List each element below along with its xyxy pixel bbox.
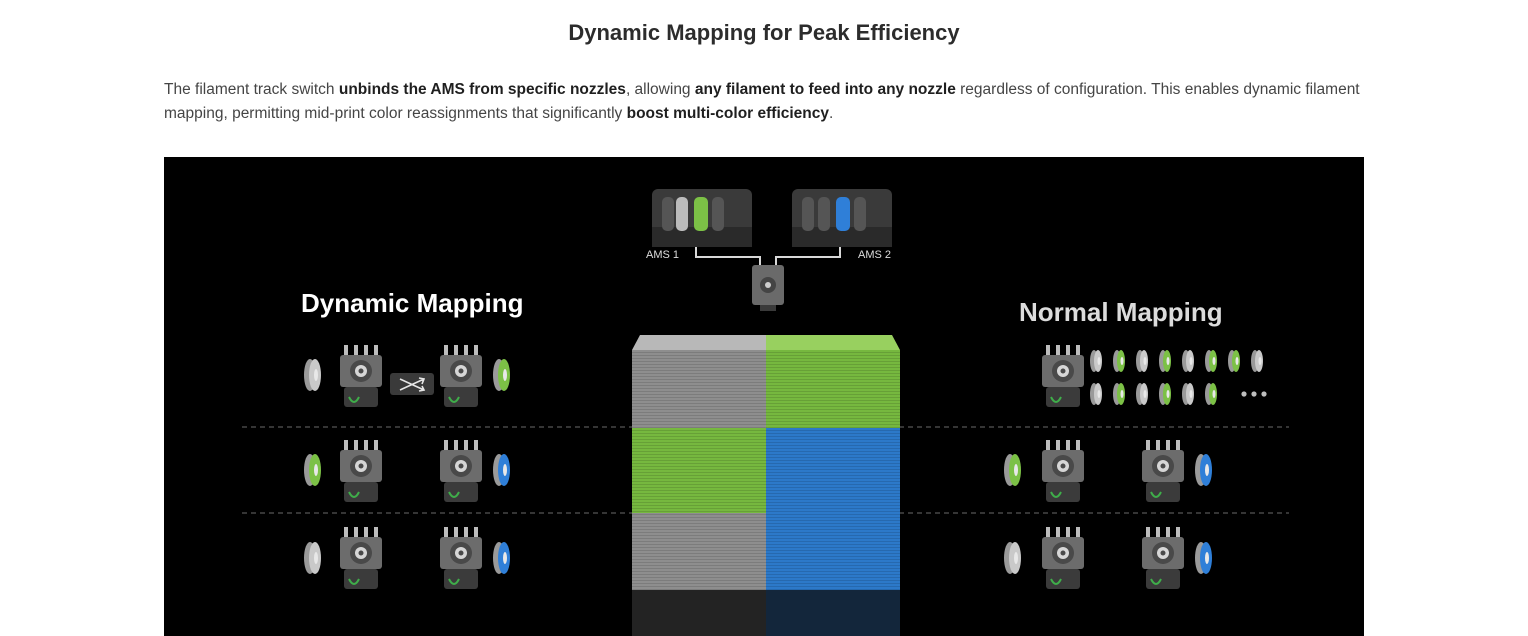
green-spool-icon — [1228, 350, 1240, 372]
right-nozzle-icon — [439, 344, 483, 408]
ams-1-unit — [652, 189, 752, 247]
blue-spool-icon — [493, 542, 510, 574]
left-nozzle-icon — [339, 439, 383, 503]
gray-spool-icon — [1182, 350, 1194, 372]
green-spool-icon — [493, 359, 510, 391]
green-spool-icon — [1159, 383, 1171, 405]
nozzle-icon — [1041, 344, 1085, 408]
ams-2-feed-line — [775, 247, 841, 269]
green-spool-icon — [1113, 383, 1125, 405]
printed-cube — [632, 335, 900, 636]
normal-mapping-heading: Normal Mapping — [1019, 297, 1223, 327]
gray-spool-icon — [1136, 350, 1148, 372]
gray-spool-icon — [304, 359, 321, 391]
nozzle-icon — [1041, 526, 1085, 590]
right-nozzle-icon — [439, 526, 483, 590]
green-spool-icon — [1113, 350, 1125, 372]
gray-spool-icon — [1090, 383, 1102, 405]
ams-2-label: AMS 2 — [858, 249, 891, 261]
ams-1-label: AMS 1 — [646, 249, 679, 261]
ams-1-feed-line — [695, 247, 761, 269]
gray-spool-icon — [1090, 350, 1102, 372]
intro-paragraph: The filament track switch unbinds the AM… — [164, 78, 1369, 126]
mapping-diagram: AMS 1 AMS 2 Dynamic Mapping Normal Mappi… — [164, 157, 1364, 636]
gray-spool-icon — [1004, 542, 1021, 574]
normal-row-3 — [1004, 526, 1212, 590]
normal-row-1 — [1041, 344, 1267, 408]
green-spool-icon — [1205, 350, 1217, 372]
nozzle-icon — [1041, 439, 1085, 503]
gray-spool-icon — [304, 542, 321, 574]
swap-icon — [390, 373, 434, 395]
blue-spool-icon — [493, 454, 510, 486]
green-spool-icon — [304, 454, 321, 486]
dynamic-mapping-heading: Dynamic Mapping — [301, 288, 523, 318]
ams-2-unit — [792, 189, 892, 247]
left-nozzle-icon — [339, 526, 383, 590]
left-nozzle-icon — [339, 344, 383, 408]
normal-row-2 — [1004, 439, 1212, 503]
blue-spool-icon — [1195, 542, 1212, 574]
gray-spool-icon — [1182, 383, 1194, 405]
nozzle-icon — [1141, 439, 1185, 503]
green-spool-icon — [1159, 350, 1171, 372]
gray-spool-icon — [1136, 383, 1148, 405]
intro-text-2: , allowing — [625, 81, 695, 98]
intro-bold-1: unbinds the AMS from specific nozzles — [338, 81, 626, 98]
intro-text-3: regardless of configuration. This enable… — [164, 81, 1360, 122]
nozzle-icon — [1141, 526, 1185, 590]
page-title: Dynamic Mapping for Peak Efficiency — [568, 20, 960, 45]
right-nozzle-icon — [439, 439, 483, 503]
green-spool-icon — [1004, 454, 1021, 486]
dynamic-row-2 — [304, 439, 510, 503]
dynamic-row-3 — [304, 526, 510, 590]
intro-bold-3: boost multi-color efficiency — [626, 105, 830, 122]
more-dots-icon — [1241, 391, 1267, 397]
gray-spool-icon — [1251, 350, 1263, 372]
green-spool-icon — [1205, 383, 1217, 405]
intro-text-4: . — [829, 105, 834, 122]
intro-text-1: The filament track switch — [164, 81, 339, 98]
dynamic-row-1 — [304, 344, 510, 408]
blue-spool-icon — [1195, 454, 1212, 486]
filament-track-switch — [752, 265, 784, 311]
intro-bold-2: any filament to feed into any nozzle — [694, 81, 956, 98]
